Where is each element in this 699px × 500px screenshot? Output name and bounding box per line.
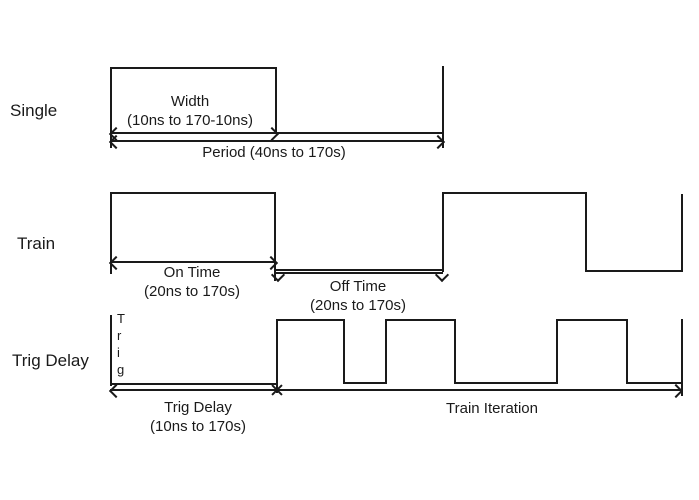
trig-pulse1-falling-edge	[343, 319, 345, 384]
width-annotation: Width (10ns to 170-10ns)	[100, 92, 280, 130]
period-arrow	[110, 140, 443, 142]
train-pulse3-rising-edge	[681, 194, 683, 272]
on-time-label: On Time	[163, 264, 221, 281]
trig-delay-arrowhead-left-icon	[108, 383, 124, 399]
trig-pulse3-top	[556, 319, 628, 321]
trig-delay-baseline	[110, 383, 277, 385]
trig-delay-annotation: Trig Delay (10ns to 170s)	[108, 398, 288, 436]
train-pulse1-rising-edge	[110, 192, 112, 274]
train-pulse1-falling-edge	[274, 192, 276, 281]
on-time-annotation: On Time (20ns to 170s)	[102, 263, 282, 301]
width-range: (10ns to 170-10ns)	[127, 112, 253, 129]
off-time-arrow	[276, 272, 443, 274]
train-pulse2-top	[442, 192, 587, 194]
off-time-range: (20ns to 170s)	[310, 297, 406, 314]
train-pulse2-falling-edge	[585, 192, 587, 272]
train-pulse2-rising-edge	[442, 192, 444, 272]
trig-pulse2-top	[385, 319, 456, 321]
train-mode-label: Train	[17, 234, 56, 253]
trig-low-segment1	[343, 382, 387, 384]
train-iteration-label: Train Iteration	[446, 400, 538, 417]
single-period-end-line	[442, 66, 444, 148]
trig-low-segment2	[454, 382, 558, 384]
trig-reference-line	[110, 315, 112, 386]
trig-pulse1-rising-edge	[276, 319, 278, 393]
train-iteration-arrow	[277, 389, 681, 391]
trig-delay-label: Trig Delay	[164, 399, 232, 416]
single-pulse-rising-edge	[110, 67, 112, 148]
width-label: Width	[170, 93, 210, 110]
trig-delay-range: (10ns to 170s)	[150, 418, 246, 435]
trig-delay-arrow	[110, 389, 277, 391]
off-time-label: Off Time	[329, 278, 387, 295]
train-pulse1-top	[110, 192, 276, 194]
single-mode-label: Single	[10, 101, 58, 120]
train-iteration-end-line	[681, 319, 683, 396]
off-time-annotation: Off Time (20ns to 170s)	[268, 277, 448, 315]
on-time-arrow	[110, 261, 276, 263]
trig-pulse2-rising-edge	[385, 319, 387, 384]
trig-pulse3-falling-edge	[626, 319, 628, 384]
trig-pulse2-falling-edge	[454, 319, 456, 384]
trig-low-segment3	[626, 382, 683, 384]
train-low-segment	[585, 270, 683, 272]
trig-pulse1-top	[276, 319, 345, 321]
trig-delay-mode-label: Trig Delay	[12, 351, 89, 370]
train-off-baseline	[276, 269, 443, 271]
single-baseline	[110, 132, 443, 134]
period-label: Period (40ns to 170s)	[202, 144, 346, 161]
trig-axis-label: T r i g	[117, 311, 125, 377]
trig-pulse3-rising-edge	[556, 319, 558, 384]
single-pulse-top	[110, 67, 277, 69]
on-time-range: (20ns to 170s)	[144, 283, 240, 300]
single-pulse-falling-edge	[275, 67, 277, 134]
